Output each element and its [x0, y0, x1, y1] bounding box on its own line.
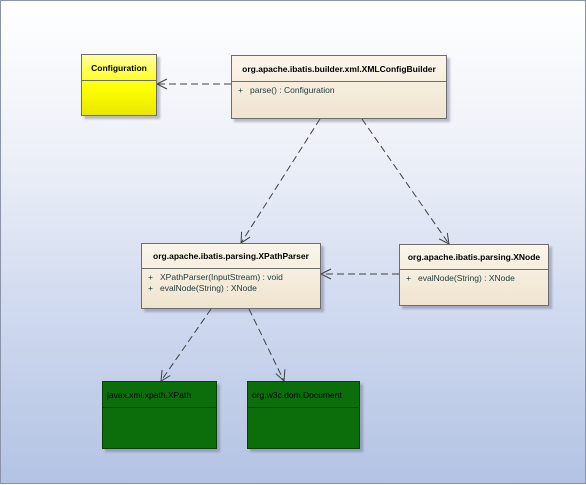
class-xpathparser[interactable]: org.apache.ibatis.parsing.XPathParser + …: [141, 243, 321, 309]
arrowhead-xnode: [438, 232, 450, 245]
class-configuration[interactable]: Configuration: [81, 54, 157, 116]
arrowhead-configuration: [155, 78, 168, 90]
operation-signature: evalNode(String) : XNode: [418, 273, 515, 283]
edge-xmlcb-to-xnode: [361, 118, 450, 245]
class-name: org.apache.ibatis.builder.xml.XMLConfigB…: [242, 63, 436, 74]
visibility: +: [148, 272, 153, 282]
divider: [232, 81, 446, 82]
divider: [82, 80, 156, 81]
operation-signature: parse() : Configuration: [250, 85, 335, 95]
class-name: org.w3c.dom.Document: [252, 389, 342, 400]
operation-signature: XPathParser(InputStream) : void: [160, 272, 283, 282]
class-name: Configuration: [91, 62, 147, 73]
operation-row: + XPathParser(InputStream) : void: [148, 272, 314, 283]
operation-row: + evalNode(String) : XNode: [148, 283, 314, 294]
visibility: +: [238, 85, 243, 95]
arrowhead-xnode-to-xpathparser: [319, 268, 332, 280]
class-name: org.apache.ibatis.parsing.XPathParser: [153, 251, 309, 261]
visibility: +: [148, 283, 153, 293]
divider: [400, 269, 548, 270]
operations-list: + XPathParser(InputStream) : void + eval…: [142, 269, 320, 294]
edge-xpathparser-to-document: [248, 308, 285, 382]
divider: [142, 268, 320, 269]
class-document[interactable]: org.w3c.dom.Document: [247, 381, 360, 449]
class-xnode[interactable]: org.apache.ibatis.parsing.XNode + evalNo…: [399, 244, 549, 306]
operation-row: + parse() : Configuration: [238, 85, 440, 96]
edge-xmlcb-to-xpathparser: [240, 118, 321, 244]
class-xpath[interactable]: javax.xml.xpath.XPath: [102, 381, 217, 449]
divider: [103, 407, 216, 408]
operations-list: + parse() : Configuration: [232, 82, 446, 96]
class-name: javax.xml.xpath.XPath: [107, 389, 192, 400]
visibility: +: [406, 273, 411, 283]
class-name: org.apache.ibatis.parsing.XNode: [407, 252, 541, 262]
operation-signature: evalNode(String) : XNode: [160, 283, 257, 293]
operations-list: + evalNode(String) : XNode: [400, 270, 548, 284]
edge-xpathparser-to-xpath: [160, 308, 212, 382]
arrowhead-xpath: [160, 369, 171, 382]
class-xmlconfigbuilder[interactable]: org.apache.ibatis.builder.xml.XMLConfigB…: [231, 55, 447, 119]
divider: [248, 407, 359, 408]
operation-row: + evalNode(String) : XNode: [406, 273, 542, 284]
